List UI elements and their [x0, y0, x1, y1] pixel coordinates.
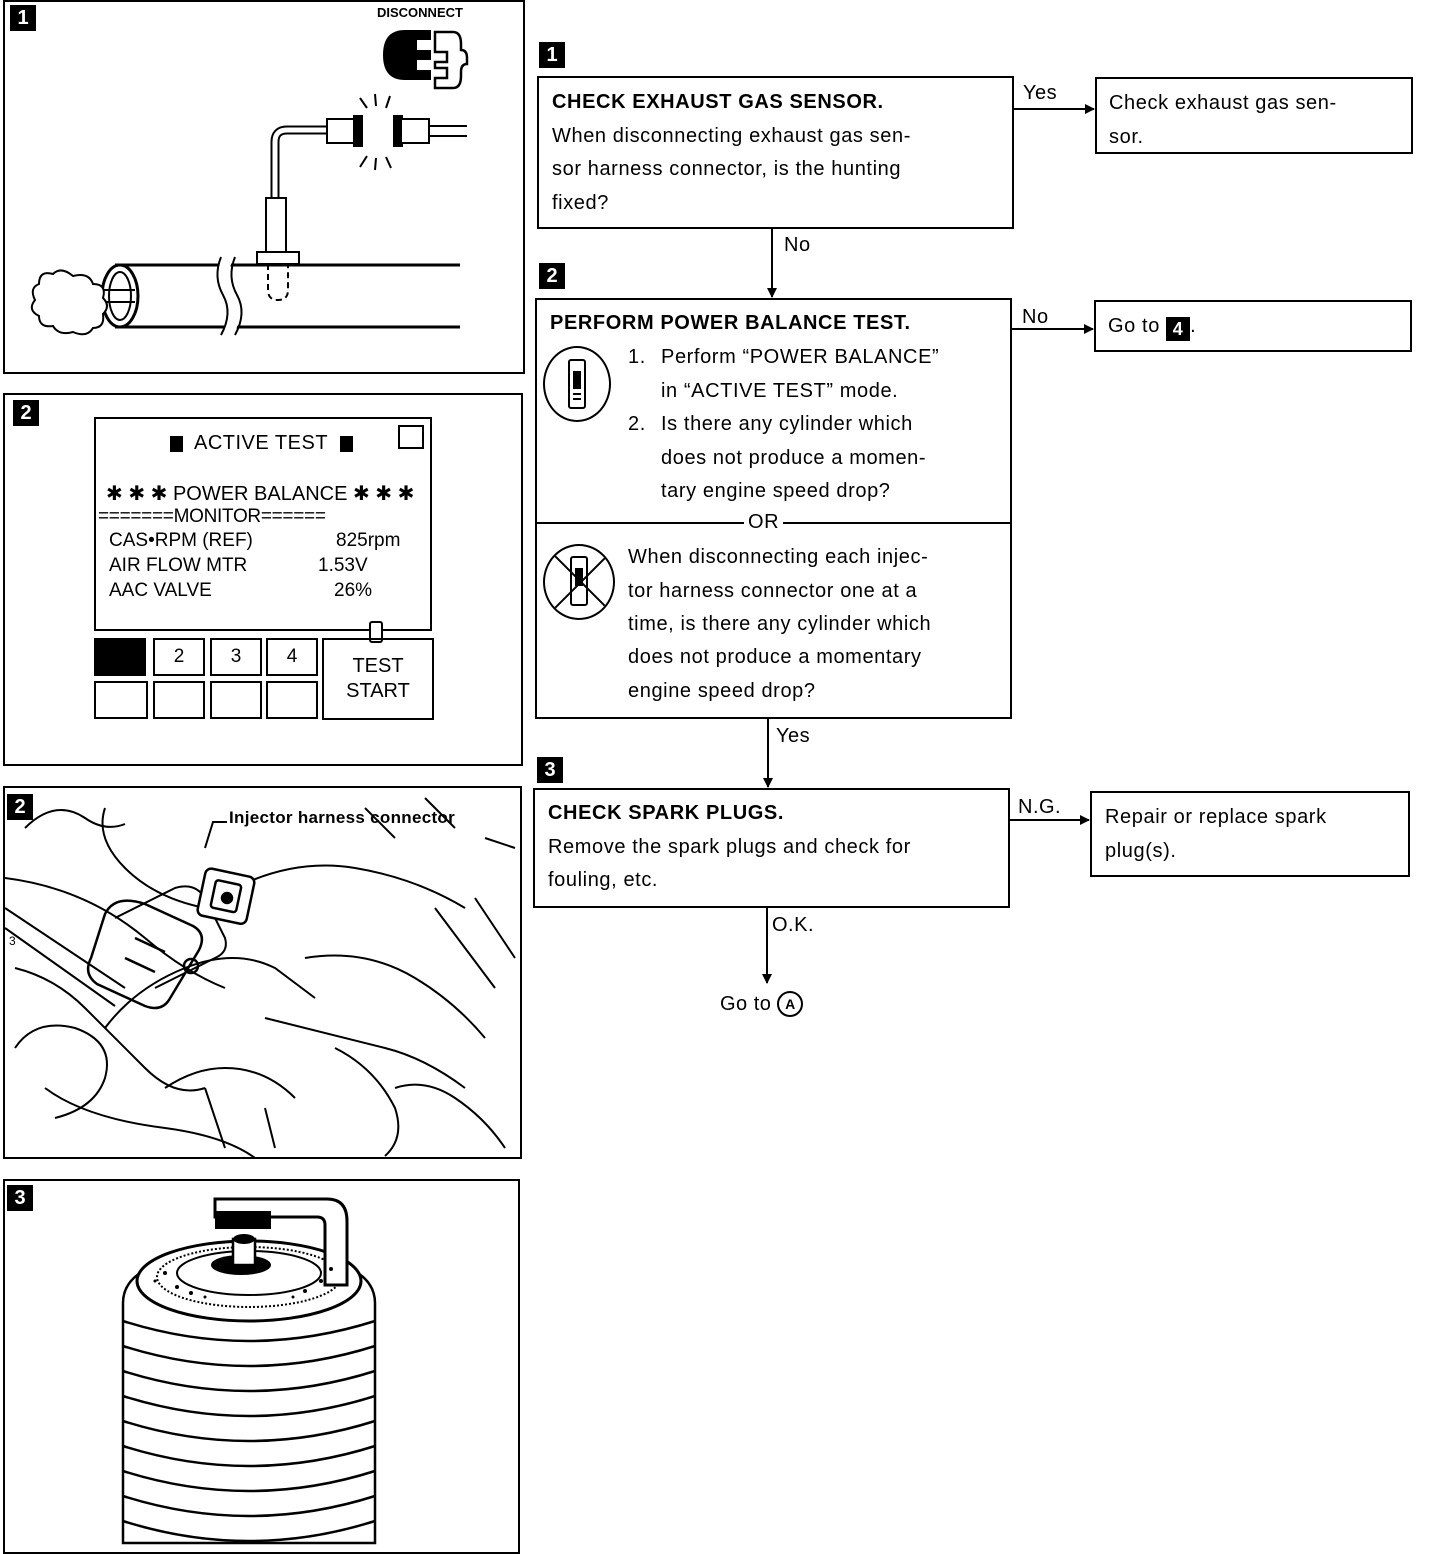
touch-pointer-icon — [369, 621, 383, 643]
goto-a-text: Go to A — [720, 991, 804, 1017]
monitor-row-2-name: AAC VALVE — [109, 580, 212, 601]
step1-line-0: When disconnecting exhaust gas sen- — [552, 124, 911, 147]
test-start-line-1: TEST — [352, 655, 404, 677]
step2-yes-label: Yes — [776, 725, 811, 747]
cylinder-button-4[interactable]: 4 — [266, 638, 318, 676]
step1-box: CHECK EXHAUST GAS SENSOR. When disconnec… — [537, 76, 1014, 229]
step3-ok-label: O.K. — [772, 914, 815, 936]
empty-button-5[interactable] — [94, 681, 148, 719]
cylinder-button-3[interactable]: 3 — [210, 638, 262, 676]
step1-no-label: No — [784, 234, 811, 256]
step2-alt-line-0: When disconnecting each injec- — [628, 546, 929, 568]
step-4-ref-tag: 4 — [1166, 317, 1191, 341]
step2-item2-line-2: tary engine speed drop? — [661, 480, 891, 502]
screen-header-block-left — [170, 436, 183, 452]
step2-no-box-prefix: Go to — [1108, 315, 1160, 337]
step3-box: CHECK SPARK PLUGS. Remove the spark plug… — [533, 788, 1010, 908]
screen-title: ✱ ✱ ✱ POWER BALANCE ✱ ✱ ✱ — [106, 483, 415, 505]
step1-yes-box-line-1: sor. — [1109, 125, 1144, 148]
screen-corner-box — [398, 425, 424, 449]
monitor-row-0-value: 825rpm — [336, 530, 401, 551]
step1-title: CHECK EXHAUST GAS SENSOR. — [552, 91, 884, 113]
step1-yes-label: Yes — [1023, 82, 1058, 104]
step1-line-1: sor harness connector, is the hunting — [552, 158, 902, 180]
engine-injector-illustration — [5, 797, 516, 1157]
empty-button-8[interactable] — [266, 681, 318, 719]
step1-tag: 1 — [539, 42, 565, 68]
step3-tag: 3 — [537, 757, 563, 783]
step1-line-2: fixed? — [552, 191, 609, 214]
step3-line-1: fouling, etc. — [548, 869, 659, 891]
screen-header: ACTIVE TEST — [194, 432, 329, 454]
spark-plug-illustration — [121, 1197, 377, 1545]
figure-2-screen-panel: 2 ACTIVE TEST ✱ ✱ ✱ POWER BALANCE ✱ ✱ ✱ … — [3, 393, 523, 766]
figure-2-engine-tag: 2 — [7, 794, 33, 820]
figure-3-tag: 3 — [7, 1185, 33, 1211]
monitor-row-0-name: CAS•RPM (REF) — [109, 530, 253, 551]
step2-no-label: No — [1022, 306, 1049, 328]
monitor-row-1-value: 1.53V — [318, 555, 368, 576]
figure-2-engine-panel: 2 Injector harness connector 3 — [3, 786, 522, 1159]
figure-1-tag: 1 — [10, 5, 36, 31]
step2-tag: 2 — [539, 263, 565, 289]
empty-button-7[interactable] — [210, 681, 262, 719]
side-mark: 3 — [9, 934, 16, 948]
test-start-button[interactable]: TEST START — [322, 638, 434, 720]
step3-title: CHECK SPARK PLUGS. — [548, 802, 785, 824]
step2-item1-num: 1. — [628, 346, 646, 368]
step3-ng-box: Repair or replace spark plug(s). — [1090, 791, 1410, 877]
monitor-row-1-name: AIR FLOW MTR — [109, 555, 248, 576]
cylinder-button-1-selected[interactable] — [94, 638, 146, 676]
step3-ng-box-line-0: Repair or replace spark — [1105, 806, 1327, 828]
step2-no-box-suffix: . — [1190, 315, 1197, 337]
step2-item1-line-0: Perform “POWER BALANCE” — [661, 346, 940, 368]
step3-ng-label: N.G. — [1018, 796, 1062, 818]
step2-alt-line-4: engine speed drop? — [628, 680, 816, 702]
disconnect-label: DISCONNECT — [377, 5, 463, 20]
consult-tester-icon — [543, 346, 611, 422]
step2-box: PERFORM POWER BALANCE TEST. 1. Perform “… — [535, 298, 1012, 719]
circle-a-ref: A — [777, 991, 804, 1017]
or-label: OR — [744, 506, 784, 540]
figure-2-tag: 2 — [13, 400, 39, 426]
step3-line-0: Remove the spark plugs and check for — [548, 835, 911, 858]
step2-alt-line-2: time, is there any cylinder which — [628, 613, 932, 635]
test-start-line-2: START — [346, 680, 410, 702]
screen-header-block-right — [340, 436, 353, 452]
step3-ng-box-line-1: plug(s). — [1105, 839, 1177, 862]
injector-connector-label: Injector harness connector — [229, 808, 456, 827]
step2-item2-num: 2. — [628, 413, 646, 435]
step2-alt-line-1: tor harness connector one at a — [628, 580, 918, 602]
empty-button-6[interactable] — [153, 681, 205, 719]
connector-disconnect-icon — [383, 30, 469, 90]
monitor-row-2-value: 26% — [334, 580, 373, 601]
exhaust-sensor-illustration — [30, 30, 469, 338]
consult-screen: ACTIVE TEST ✱ ✱ ✱ POWER BALANCE ✱ ✱ ✱ ==… — [94, 417, 432, 631]
screen-monitor-line: =======MONITOR====== — [98, 506, 326, 527]
no-consult-icon — [543, 544, 615, 620]
cylinder-button-2[interactable]: 2 — [153, 638, 205, 676]
step2-alt-line-3: does not produce a momentary — [628, 646, 922, 668]
step1-yes-box-line-0: Check exhaust gas sen- — [1109, 92, 1337, 114]
goto-a-prefix: Go to — [720, 993, 772, 1015]
figure-3-panel: 3 — [3, 1179, 520, 1554]
step2-item2-line-1: does not produce a momen- — [661, 447, 927, 469]
step2-item1-line-1: in “ACTIVE TEST” mode. — [661, 380, 899, 402]
step2-item2-line-0: Is there any cylinder which — [661, 413, 913, 435]
step2-no-box: Go to 4. — [1094, 300, 1412, 352]
step1-yes-box: Check exhaust gas sen- sor. — [1095, 77, 1413, 154]
step2-title: PERFORM POWER BALANCE TEST. — [550, 312, 911, 334]
figure-1-panel: 1 DISCONNECT — [3, 0, 525, 374]
